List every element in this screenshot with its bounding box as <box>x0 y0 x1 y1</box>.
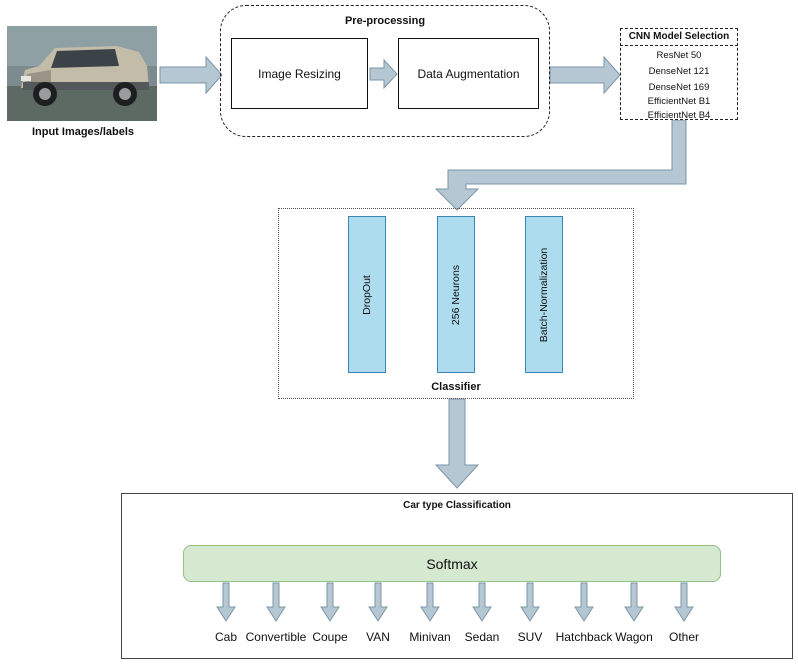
image-resizing-box: Image Resizing <box>231 38 368 109</box>
class-label: Minivan <box>409 630 451 644</box>
class-arrow <box>574 582 594 622</box>
class-arrow <box>420 582 440 622</box>
class-label: Hatchback <box>555 630 613 644</box>
batch-normalization-label: Batch-Normalization <box>538 247 550 342</box>
preprocessing-title: Pre-processing <box>344 15 426 27</box>
cnn-model-item: DenseNet 121 <box>648 66 710 77</box>
cnn-title: CNN Model Selection <box>628 31 730 42</box>
class-label: Sedan <box>464 630 500 644</box>
arrow-classifier-to-classification <box>434 398 480 489</box>
cnn-model-item: EfficientNet B1 <box>647 96 711 107</box>
classifier-title: Classifier <box>431 381 481 393</box>
class-label: Convertible <box>245 630 307 644</box>
cnn-model-selection-box <box>620 28 738 120</box>
class-arrow <box>520 582 540 622</box>
cnn-title-box <box>620 28 738 46</box>
neurons-label: 256 Neurons <box>450 264 462 325</box>
car-image <box>7 26 157 121</box>
class-arrow <box>624 582 644 622</box>
class-arrow <box>674 582 694 622</box>
input-label: Input Images/labels <box>31 126 135 138</box>
image-resizing-label: Image Resizing <box>258 66 341 81</box>
arrow-input-to-preprocess <box>159 55 223 95</box>
class-label: Cab <box>214 630 237 644</box>
arrow-resize-to-augment <box>369 58 398 90</box>
class-arrow <box>266 582 286 622</box>
cnn-model-item: EfficientNet B4 <box>647 110 711 121</box>
class-arrow <box>216 582 236 622</box>
classifier-group <box>278 208 634 399</box>
neurons-layer: 256 Neurons <box>437 216 475 373</box>
arrow-cnn-to-classifier <box>434 119 687 211</box>
arrow-preprocess-to-cnn <box>549 55 621 95</box>
data-augmentation-label: Data Augmentation <box>417 66 520 81</box>
softmax-label: Softmax <box>426 555 478 572</box>
preprocessing-group <box>220 5 550 137</box>
softmax-block: Softmax <box>183 545 721 582</box>
class-label: SUV <box>517 630 543 644</box>
class-arrow <box>472 582 492 622</box>
class-label: VAN <box>366 630 390 644</box>
car-photo <box>7 26 157 121</box>
dropout-layer: DropOut <box>348 216 386 373</box>
class-arrow <box>320 582 340 622</box>
class-label: Wagon <box>615 630 653 644</box>
cnn-model-item: ResNet 50 <box>656 50 702 61</box>
data-augmentation-box: Data Augmentation <box>398 38 539 109</box>
cnn-model-item: DenseNet 169 <box>648 82 710 93</box>
class-label: Coupe <box>312 630 348 644</box>
batch-normalization-layer: Batch-Normalization <box>525 216 563 373</box>
classification-title: Car type Classification <box>403 500 511 511</box>
dropout-label: DropOut <box>361 274 373 315</box>
class-label: Other <box>668 630 699 644</box>
class-arrow <box>368 582 388 622</box>
classification-group <box>121 493 793 659</box>
